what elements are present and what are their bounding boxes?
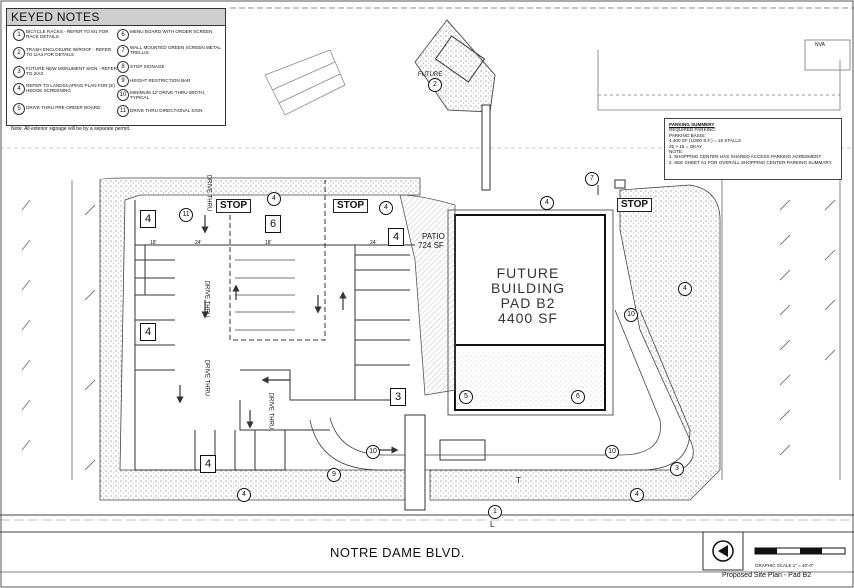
building-line: 4400 SF [498, 310, 558, 326]
note-number: 8 [117, 61, 129, 73]
stall-count: 3 [390, 388, 406, 406]
note-text: MINIMUM 12' DRIVE-THRU WIDTH, TYPICAL [130, 90, 206, 101]
patio-area [399, 194, 456, 396]
keynote-callout-4: 4 [237, 488, 251, 502]
dimension-label: 24' [370, 240, 377, 246]
parking-summary-box: PARKING SUMMERY REQUIRED PARKING: PARKIN… [664, 118, 842, 180]
north-parking-stalls [264, 49, 346, 116]
stall-count: 6 [265, 215, 281, 233]
l-label: L [490, 520, 495, 529]
note-text: BICYCLE RACKS - REFER TO M1 FOR RACK DET… [26, 29, 109, 40]
note-number: 6 [117, 29, 129, 41]
keynote-callout-1: 1 [488, 505, 502, 519]
north-parking-right [597, 39, 851, 111]
keynote-callout-4: 4 [540, 196, 554, 210]
building-line: FUTURE [496, 265, 560, 281]
note-text: HEIGHT RESTRICTION BAR [130, 78, 191, 83]
note-text: FUTURE NEW MONUMENT SIGN - REFER TO 2/A3 [26, 66, 118, 77]
note-number: 10 [117, 89, 129, 101]
keyed-notes-panel: KEYED NOTES 1 BICYCLE RACKS - REFER TO M… [6, 8, 226, 126]
note-number: 4 [13, 83, 25, 95]
dimension-label: 18' [150, 240, 157, 246]
building-label: FUTURE BUILDING PAD B2 4400 SF [478, 266, 578, 326]
drive-thru-label: DRIVE THRU [203, 280, 210, 318]
note-number: 7 [117, 45, 129, 57]
patio-label: PATIO [422, 232, 445, 241]
stop-sign: STOP [333, 199, 369, 213]
dimension-label: 24' [195, 240, 202, 246]
drive-thru-label: DRIVE THRU [203, 359, 210, 397]
exterior-signage-note: Note: All exterior signage will be by a … [11, 126, 131, 132]
stall-count: 4 [140, 210, 156, 228]
keynote-callout-4: 4 [678, 282, 692, 296]
stop-sign: STOP [216, 199, 252, 213]
note-text: DRIVE THRU PRE-ORDER BOARD [26, 105, 101, 110]
keynote-callout-10: 10 [605, 445, 619, 459]
keynote-callout-4: 4 [630, 488, 644, 502]
building-pad-b2 [447, 209, 614, 416]
note-number: 5 [13, 103, 25, 115]
left-parking [21, 180, 96, 480]
keynote-callout-4: 4 [379, 201, 393, 215]
parking-line: 25 > 15 = OKAY [669, 143, 703, 149]
keynote-callout-6: 6 [571, 390, 585, 404]
trash-enclosure [414, 19, 496, 191]
stall-count: 4 [140, 323, 156, 341]
scale-label: GRAPHIC SCALE 1" = 40'-0" [755, 563, 814, 568]
stall-count: 4 [200, 455, 216, 473]
keynote-callout-11: 11 [179, 208, 193, 222]
keynote-callout-5: 5 [459, 390, 473, 404]
keynote-callout-2: 2 [428, 78, 442, 92]
patio-area: 724 SF [418, 241, 444, 250]
parking-line: PARKING BASIS: [669, 132, 706, 138]
building-line: PAD B2 [500, 295, 556, 311]
keynote-callout-3: 3 [670, 462, 684, 476]
keynote-callout-9: 9 [327, 468, 341, 482]
note-text: STOP SIGNAGE [130, 64, 165, 69]
parking-line: 2. SEE SHEET A1 FOR OVERALL SHOPPING CEN… [669, 159, 833, 165]
future-label: FUTURE [418, 72, 443, 78]
building-line: BUILDING [490, 280, 566, 296]
note-number: 3 [13, 66, 25, 78]
right-parking [721, 180, 841, 480]
note-number: 9 [117, 75, 129, 87]
note-number: 2 [13, 47, 25, 59]
keynote-callout-4: 4 [267, 192, 281, 206]
note-text: REFER TO LANDSCAPING PLAN FOR (E) HEDGE … [26, 83, 115, 94]
drive-thru-lot [134, 180, 415, 471]
note-text: TRASH ENCLOSURE W/ROOF - REFER TO 1/A3 F… [26, 47, 112, 58]
street-name: NOTRE DAME BLVD. [330, 545, 465, 560]
note-number: 1 [13, 29, 25, 41]
keynote-callout-7: 7 [585, 172, 599, 186]
parking-line: REQUIRED PARKING: [669, 127, 717, 133]
nva-label: NVA [815, 42, 825, 48]
dimension-label: 18' [265, 240, 272, 246]
drive-thru-label: DRIVE THRU [267, 392, 274, 430]
graphic-scale [754, 547, 846, 555]
note-number: 11 [117, 105, 129, 117]
parking-line: 1. SHOPPING CENTER HAS SHARED ACCESS PAR… [669, 154, 822, 160]
parking-summary-title: PARKING SUMMERY [669, 122, 715, 127]
keyed-notes-title: KEYED NOTES [7, 9, 225, 26]
parking-line: NOTE: [669, 149, 684, 155]
note-text: MENU BOARD WITH ORDER SCREEN [130, 29, 213, 34]
north-arrow-logo [702, 531, 744, 571]
parking-line: 4,400 SF (1/300 S.F.) = 15 STALLS [669, 138, 742, 144]
stall-count: 4 [388, 228, 404, 246]
note-text: DRIVE THRU DIRECTIONAL SIGN [130, 108, 203, 113]
drive-thru-label: DRIVE THRU [205, 174, 212, 212]
flow-arrows [176, 215, 399, 454]
note-text: WALL MOUNTED GREEN SCREEN METAL TRELLIS [130, 45, 221, 56]
sheet-title: Proposed Site Plan - Pad B2 [722, 572, 812, 579]
stop-sign: STOP [617, 198, 653, 212]
t-label: T [516, 476, 521, 485]
keynote-callout-10: 10 [366, 445, 380, 459]
keynote-callout-10: 10 [624, 308, 638, 322]
